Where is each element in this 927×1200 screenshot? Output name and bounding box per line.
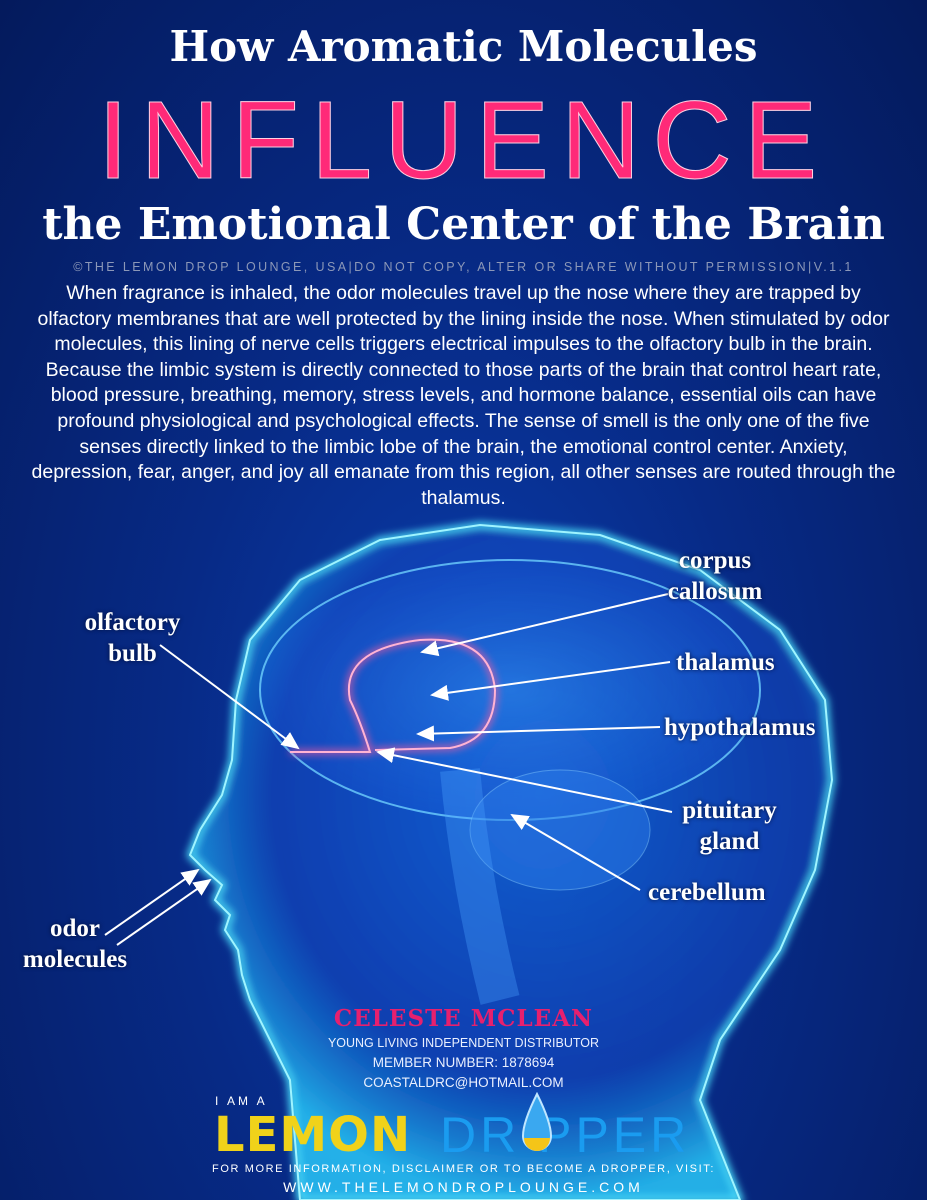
distributor-role: YOUNG LIVING INDEPENDENT DISTRIBUTOR: [327, 1036, 600, 1050]
title-line-3: the Emotional Center of the Brain: [42, 199, 885, 250]
body-paragraph: When fragrance is inhaled, the odor mole…: [31, 282, 896, 509]
lemon-drop-icon: [521, 1092, 553, 1151]
more-info-text: FOR MORE INFORMATION, DISCLAIMER OR TO B…: [212, 1163, 715, 1175]
title-influence: INFLUENCE: [97, 79, 830, 202]
title-line-1: How Aromatic Molecules: [169, 22, 758, 71]
label-corpus-callosum: corpus callosum: [660, 545, 770, 607]
label-line: olfactory: [84, 609, 181, 636]
website-link[interactable]: WWW.THELEMONDROPLOUNGE.COM: [283, 1179, 644, 1195]
brainstem: [440, 768, 520, 1005]
logo-prefix: I AM A: [215, 1094, 268, 1108]
member-number: MEMBER NUMBER: 1878694: [372, 1055, 555, 1070]
email[interactable]: COASTALDRC@HOTMAIL.COM: [363, 1075, 564, 1090]
label-line: odor: [50, 915, 100, 942]
label-cerebellum: cerebellum: [648, 879, 766, 906]
label-olfactory-bulb: olfactory bulb: [70, 607, 195, 669]
copyright-notice: ©THE LEMON DROP LOUNGE, USA|DO NOT COPY,…: [73, 260, 854, 274]
label-line: bulb: [108, 640, 157, 667]
label-line: pituitary: [682, 797, 777, 824]
label-pituitary-gland: pituitary gland: [672, 795, 787, 857]
label-arrows: [104, 593, 673, 946]
label-thalamus: thalamus: [676, 649, 775, 676]
label-hypothalamus: hypothalamus: [664, 714, 816, 741]
label-line: molecules: [22, 946, 128, 973]
label-line: callosum: [667, 578, 763, 605]
distributor-name: CELESTE MCLEAN: [333, 1005, 594, 1032]
label-line: gland: [699, 828, 760, 855]
cerebellum-shape: [469, 769, 651, 891]
logo-lemon: LEMON: [214, 1107, 412, 1163]
logo-dropper: DR PPER: [440, 1107, 691, 1163]
label-line: corpus: [678, 547, 752, 574]
label-odor-molecules: odor molecules: [15, 913, 135, 975]
